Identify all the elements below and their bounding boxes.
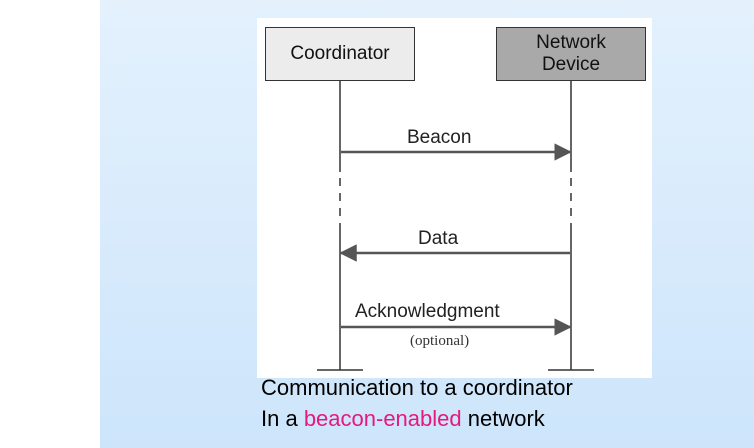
- coordinator-box: Coordinator: [265, 27, 415, 81]
- device-label-line2: Device: [541, 54, 601, 75]
- ack-label: Acknowledgment: [355, 301, 500, 322]
- beacon-label: Beacon: [407, 127, 472, 148]
- device-label-line1: Network: [536, 32, 606, 53]
- caption-highlight: beacon-enabled: [303, 406, 462, 431]
- caption-prefix: In a: [261, 406, 304, 431]
- caption-line2: In a beacon-enabled network: [261, 406, 545, 432]
- caption-line1: Communication to a coordinator: [261, 375, 573, 400]
- caption-suffix: network: [461, 406, 545, 431]
- data-label: Data: [418, 228, 459, 249]
- network-device-box: Network Device: [496, 27, 646, 81]
- coordinator-label: Coordinator: [290, 43, 390, 64]
- ack-note: (optional): [410, 333, 470, 349]
